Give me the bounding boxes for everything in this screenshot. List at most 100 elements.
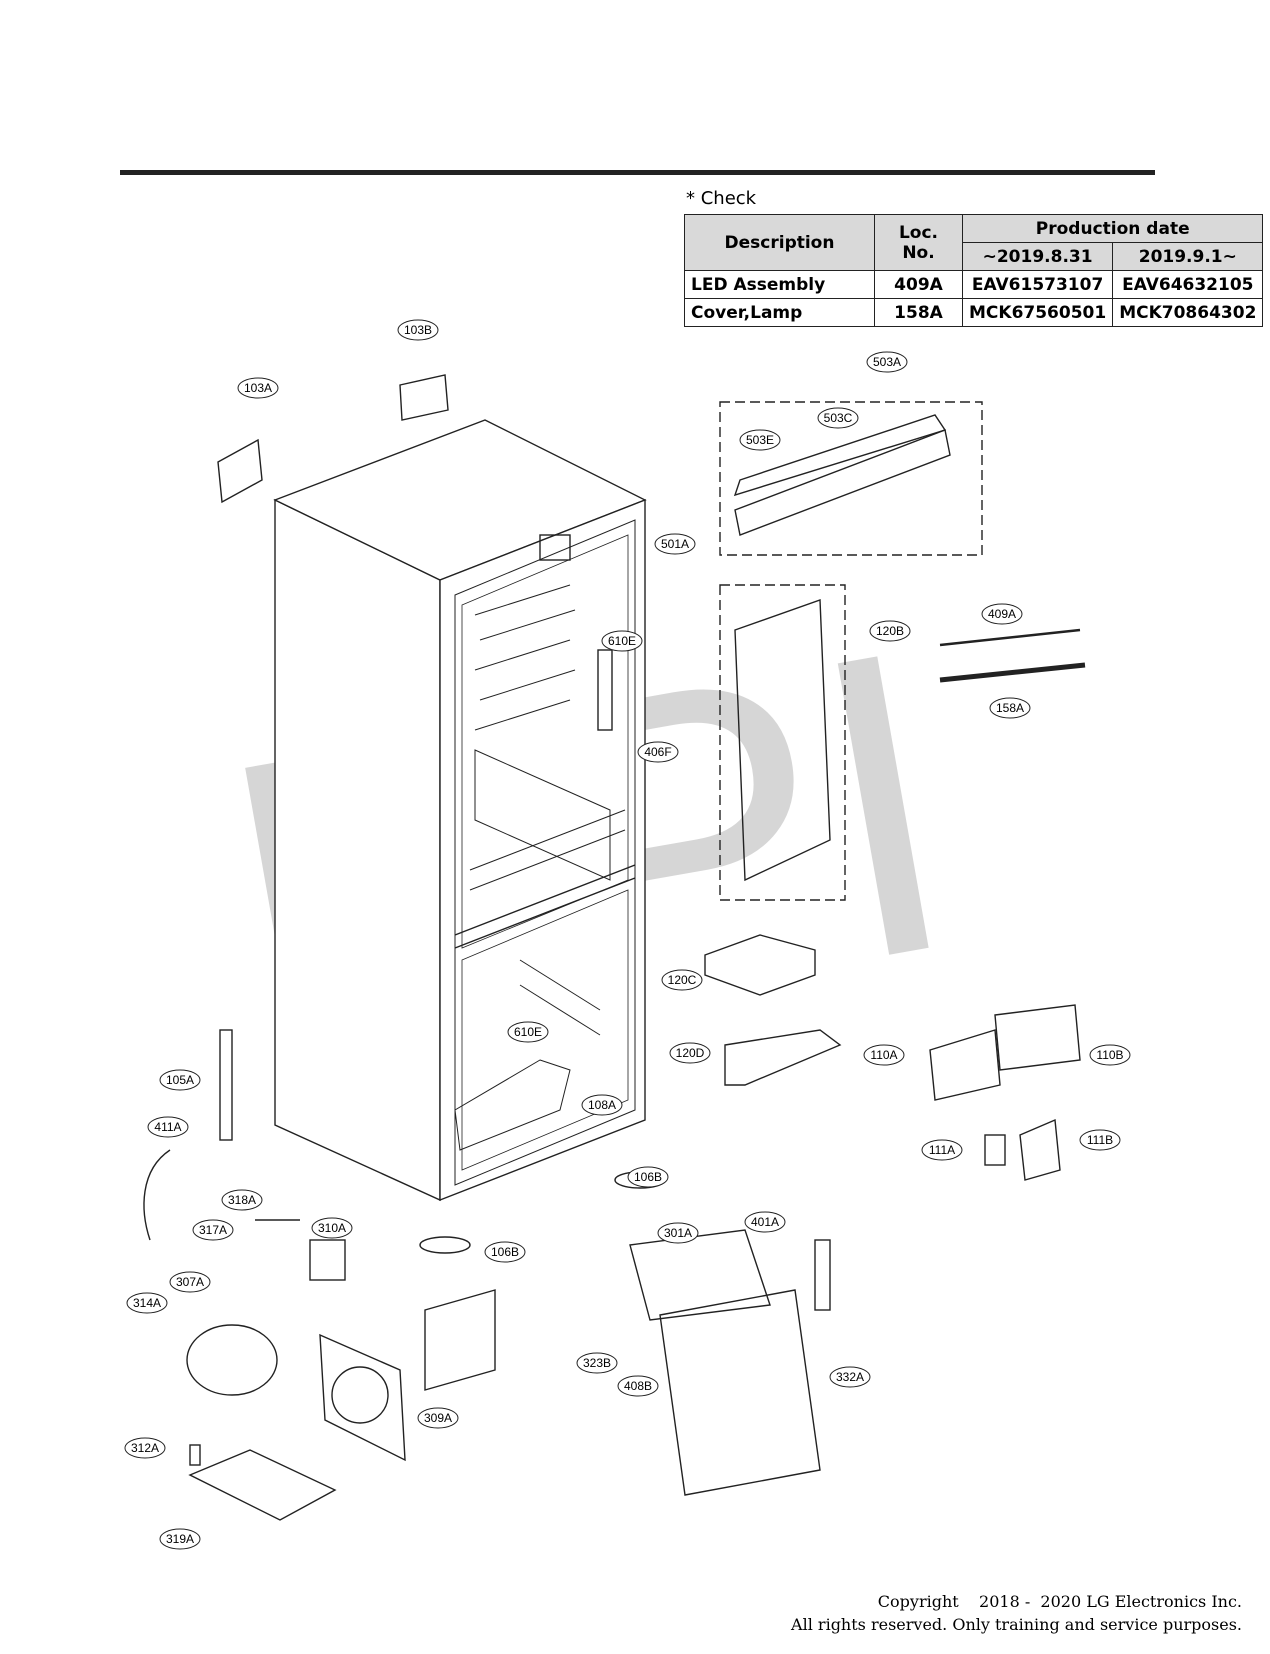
cabinet	[273, 419, 647, 1202]
callout-label: 317A	[199, 1223, 227, 1237]
callout-411a: 411A	[147, 1116, 189, 1138]
led-housing	[734, 429, 951, 536]
callout-label: 319A	[166, 1532, 194, 1546]
callout-label: 108A	[588, 1098, 616, 1112]
callout-label: 301A	[664, 1226, 692, 1240]
callout-label: 610E	[608, 634, 636, 648]
callout-label: 158A	[996, 701, 1024, 715]
callout-label: 411A	[154, 1120, 181, 1134]
callout-108a: 108A	[581, 1094, 623, 1116]
callout-label: 103B	[404, 323, 432, 337]
callout-label: 120D	[676, 1046, 705, 1060]
row-new-part: EAV64632105	[1112, 270, 1264, 299]
callout-120b: 120B	[869, 620, 911, 642]
callout-406f: 406F	[637, 741, 679, 763]
callout-label: 111B	[1087, 1133, 1113, 1147]
row-new-part: MCK70864302	[1112, 298, 1264, 327]
callout-610e: 610E	[601, 630, 643, 652]
copyright-notice: Copyright 2018 - 2020 LG Electronics Inc…	[791, 1590, 1242, 1636]
callout-317a: 317A	[192, 1219, 234, 1241]
callout-323b: 323B	[576, 1352, 618, 1374]
shelf-cover	[734, 599, 831, 882]
row-loc: 409A	[874, 270, 963, 299]
callout-label: 408B	[624, 1379, 652, 1393]
callout-610e: 610E	[507, 1021, 549, 1043]
callout-319a: 319A	[159, 1528, 201, 1550]
power-cord	[143, 1149, 171, 1241]
callout-label: 409A	[988, 607, 1016, 621]
evaporator-cover	[659, 1289, 821, 1496]
copyright-line2: All rights reserved. Only training and s…	[791, 1615, 1242, 1634]
callout-label: 401A	[751, 1215, 779, 1229]
table-row: Cover,Lamp 158A MCK67560501 MCK70864302	[684, 298, 1264, 327]
callout-111a: 111A	[921, 1139, 963, 1161]
callout-label: 503A	[873, 355, 901, 369]
callout-103b: 103B	[397, 319, 439, 341]
callout-label: 312A	[131, 1441, 159, 1455]
callout-301a: 301A	[657, 1222, 699, 1244]
callout-label: 111A	[929, 1143, 955, 1157]
callout-120d: 120D	[669, 1042, 711, 1064]
callout-label: 323B	[583, 1356, 611, 1370]
row-old-part: EAV61573107	[961, 270, 1114, 299]
header-description: Description	[684, 214, 875, 271]
callout-label: 106B	[634, 1170, 662, 1184]
header-period-a: ~2019.8.31	[961, 242, 1114, 271]
callout-332a: 332A	[829, 1366, 871, 1388]
cover-103a	[217, 438, 263, 504]
callout-314a: 314A	[126, 1292, 168, 1314]
callout-310a: 310A	[311, 1217, 353, 1239]
header-production-date: Production date	[961, 214, 1264, 243]
row-description: LED Assembly	[684, 270, 875, 299]
callout-label: 105A	[166, 1073, 194, 1087]
callout-110a: 110A	[863, 1044, 905, 1066]
callout-label: 310A	[318, 1221, 346, 1235]
callout-label: 307A	[176, 1275, 204, 1289]
led-bar	[939, 628, 1081, 647]
callout-105a: 105A	[159, 1069, 201, 1091]
header-rule	[120, 170, 1155, 175]
callout-label: 610E	[514, 1025, 542, 1039]
callout-label: 332A	[836, 1370, 864, 1384]
table-row: LED Assembly 409A EAV61573107 EAV6463210…	[684, 270, 1264, 299]
callout-label: 110B	[1096, 1048, 1123, 1062]
callout-312a: 312A	[124, 1437, 166, 1459]
callout-label: 503C	[824, 411, 853, 425]
callout-label: 110A	[870, 1048, 897, 1062]
callout-120c: 120C	[661, 969, 703, 991]
row-old-part: MCK67560501	[961, 298, 1114, 327]
copyright-line1: Copyright 2018 - 2020 LG Electronics Inc…	[877, 1592, 1242, 1611]
callout-401a: 401A	[744, 1211, 786, 1233]
callout-label: 318A	[228, 1193, 256, 1207]
row-loc: 158A	[874, 298, 963, 327]
fan-assembly	[319, 1333, 406, 1462]
callout-309a: 309A	[417, 1407, 459, 1429]
callout-307a: 307A	[169, 1271, 211, 1293]
callout-106b: 106B	[627, 1166, 669, 1188]
callout-503e: 503E	[739, 429, 781, 451]
callout-106b: 106B	[484, 1241, 526, 1263]
production-date-table: Description Loc. No. Production date ~20…	[684, 214, 1264, 327]
callout-158a: 158A	[989, 697, 1031, 719]
callout-label: 406F	[644, 745, 671, 759]
callout-501a: 501A	[654, 533, 696, 555]
callout-label: 120C	[668, 973, 697, 987]
check-title: * Check	[686, 188, 757, 209]
callout-110b: 110B	[1089, 1044, 1131, 1066]
callout-label: 103A	[244, 381, 272, 395]
compressor	[186, 1324, 278, 1396]
callout-103a: 103A	[237, 377, 279, 399]
callout-318a: 318A	[221, 1189, 263, 1211]
callout-409a: 409A	[981, 603, 1023, 625]
lamp-cover-bar	[939, 662, 1086, 683]
cover-103b	[399, 374, 449, 421]
callout-label: 503E	[746, 433, 774, 447]
callout-label: 309A	[424, 1411, 452, 1425]
callout-111b: 111B	[1079, 1129, 1121, 1151]
callout-503a: 503A	[866, 351, 908, 373]
water-tube	[219, 1029, 233, 1141]
callout-label: 106B	[491, 1245, 519, 1259]
header-period-b: 2019.9.1~	[1112, 242, 1264, 271]
row-description: Cover,Lamp	[684, 298, 875, 327]
